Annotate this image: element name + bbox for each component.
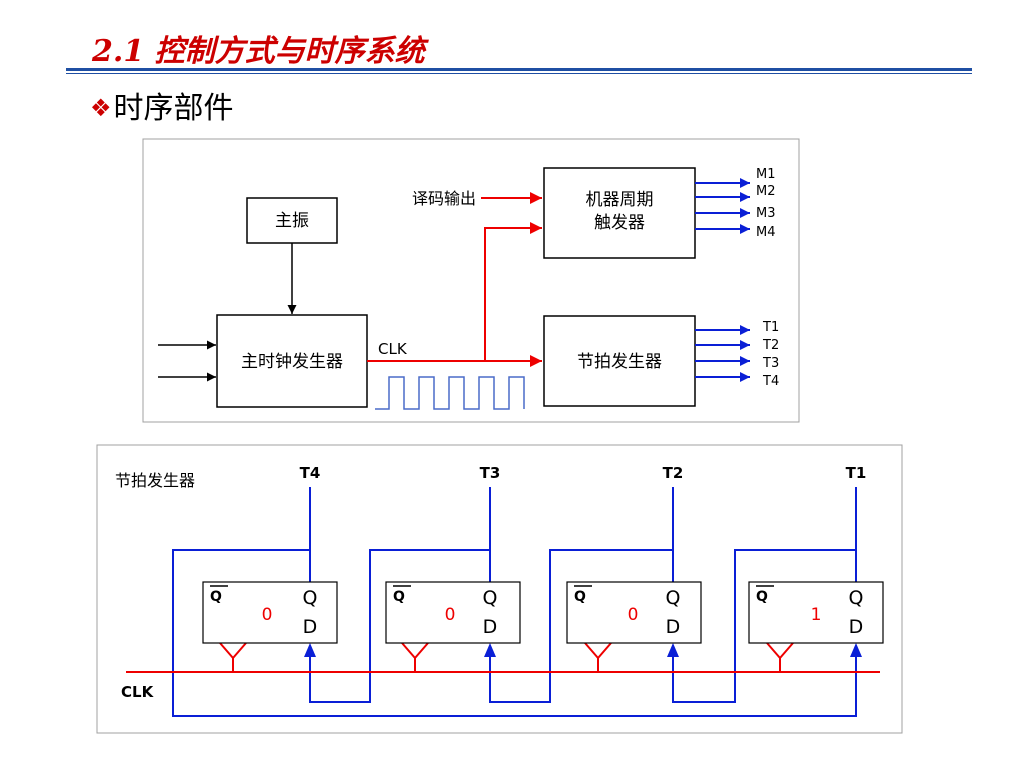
- tap-t2-label: T2: [663, 464, 684, 482]
- clk-label-upper: CLK: [378, 340, 408, 358]
- ff1-d-arrow-icon: [304, 643, 316, 657]
- qbar-label: Q: [574, 589, 586, 605]
- machine-cycle-label-1: 机器周期: [586, 190, 654, 210]
- machine-cycle-label-2: 触发器: [594, 213, 645, 233]
- m3-label: M3: [756, 206, 776, 221]
- flipflop-1: Q 0 Q D: [202, 581, 338, 644]
- t4-label: T4: [762, 374, 779, 389]
- flipflop-box: [385, 581, 521, 644]
- clk-to-cycle-arrow: [484, 222, 542, 361]
- q-label: Q: [666, 587, 681, 609]
- decode-output-label: 译码输出: [412, 189, 476, 208]
- main-clock-generator-box: [216, 314, 368, 408]
- m4-label: M4: [756, 225, 776, 240]
- main-clock-generator-label: 主时钟发生器: [241, 352, 343, 372]
- q-label: Q: [849, 587, 864, 609]
- qbar-label: Q: [210, 589, 222, 605]
- beat-generator-label: 节拍发生器: [577, 352, 662, 372]
- tap-t3-label: T3: [480, 464, 501, 482]
- ff3-clk-input: [584, 642, 612, 660]
- section-heading-text: 时序部件: [113, 91, 234, 126]
- blue-wiring: [172, 487, 857, 717]
- beat-generator-box: [543, 315, 696, 407]
- machine-cycle-trigger-box: [543, 167, 696, 259]
- ff1-clk-input: [219, 642, 247, 660]
- state-value: 0: [445, 605, 456, 625]
- upper-diagram: 主振 主时钟发生器 CLK 译码输出 机器周期 触发器 节拍发生器 M1 M2 …: [142, 138, 800, 423]
- page-title: 2.1 控制方式与时序系统: [92, 34, 425, 69]
- t3-label: T3: [762, 356, 779, 371]
- t1-label: T1: [762, 320, 779, 335]
- m1-label: M1: [756, 167, 776, 182]
- qbar-label: Q: [756, 589, 768, 605]
- q-label: Q: [303, 587, 318, 609]
- ff4-clk-input: [766, 642, 794, 660]
- tap-t1-label: T1: [846, 464, 867, 482]
- section-heading: ❖时序部件: [90, 89, 234, 128]
- lower-diagram: 节拍发生器 T4 T3 T2 T1: [96, 444, 903, 734]
- ff3-d-arrow-icon: [667, 643, 679, 657]
- flipflop-box: [566, 581, 702, 644]
- d-label: D: [666, 616, 681, 638]
- feedback-wire: [172, 549, 857, 717]
- qbar-label: Q: [393, 589, 405, 605]
- title-rule: [66, 68, 972, 71]
- d-label: D: [849, 616, 864, 638]
- diamond-bullet-icon: ❖: [90, 94, 112, 122]
- ff3-to-ff2-wire: [489, 549, 673, 703]
- clock-waveform: [375, 376, 525, 410]
- flipflop-box: [202, 581, 338, 644]
- d-label: D: [303, 616, 318, 638]
- state-value: 0: [628, 605, 639, 625]
- title-rule-thin: [66, 73, 972, 74]
- ff2-d-arrow-icon: [484, 643, 496, 657]
- state-value: 0: [262, 605, 273, 625]
- oscillator-label: 主振: [275, 211, 309, 231]
- ff4-to-ff3-wire: [672, 549, 856, 703]
- ff2-clk-input: [401, 642, 429, 660]
- ff4-d-arrow-icon: [850, 643, 862, 657]
- upper-frame: [142, 138, 800, 423]
- lower-frame: [96, 444, 903, 734]
- flipflop-4: Q 1 Q D: [748, 581, 884, 644]
- flipflop-2: Q 0 Q D: [385, 581, 521, 644]
- tap-t4-label: T4: [300, 464, 321, 482]
- ff2-to-ff1-wire: [309, 549, 490, 703]
- beat-generator-caption: 节拍发生器: [115, 471, 195, 490]
- q-label: Q: [483, 587, 498, 609]
- flipflop-3: Q 0 Q D: [566, 581, 702, 644]
- d-input-arrows: [304, 643, 862, 657]
- state-value: 1: [811, 605, 822, 625]
- m2-label: M2: [756, 184, 776, 199]
- clk-label-lower: CLK: [121, 683, 155, 701]
- d-label: D: [483, 616, 498, 638]
- flipflop-box: [748, 581, 884, 644]
- clk-wiring: [126, 642, 880, 673]
- t2-label: T2: [762, 338, 779, 353]
